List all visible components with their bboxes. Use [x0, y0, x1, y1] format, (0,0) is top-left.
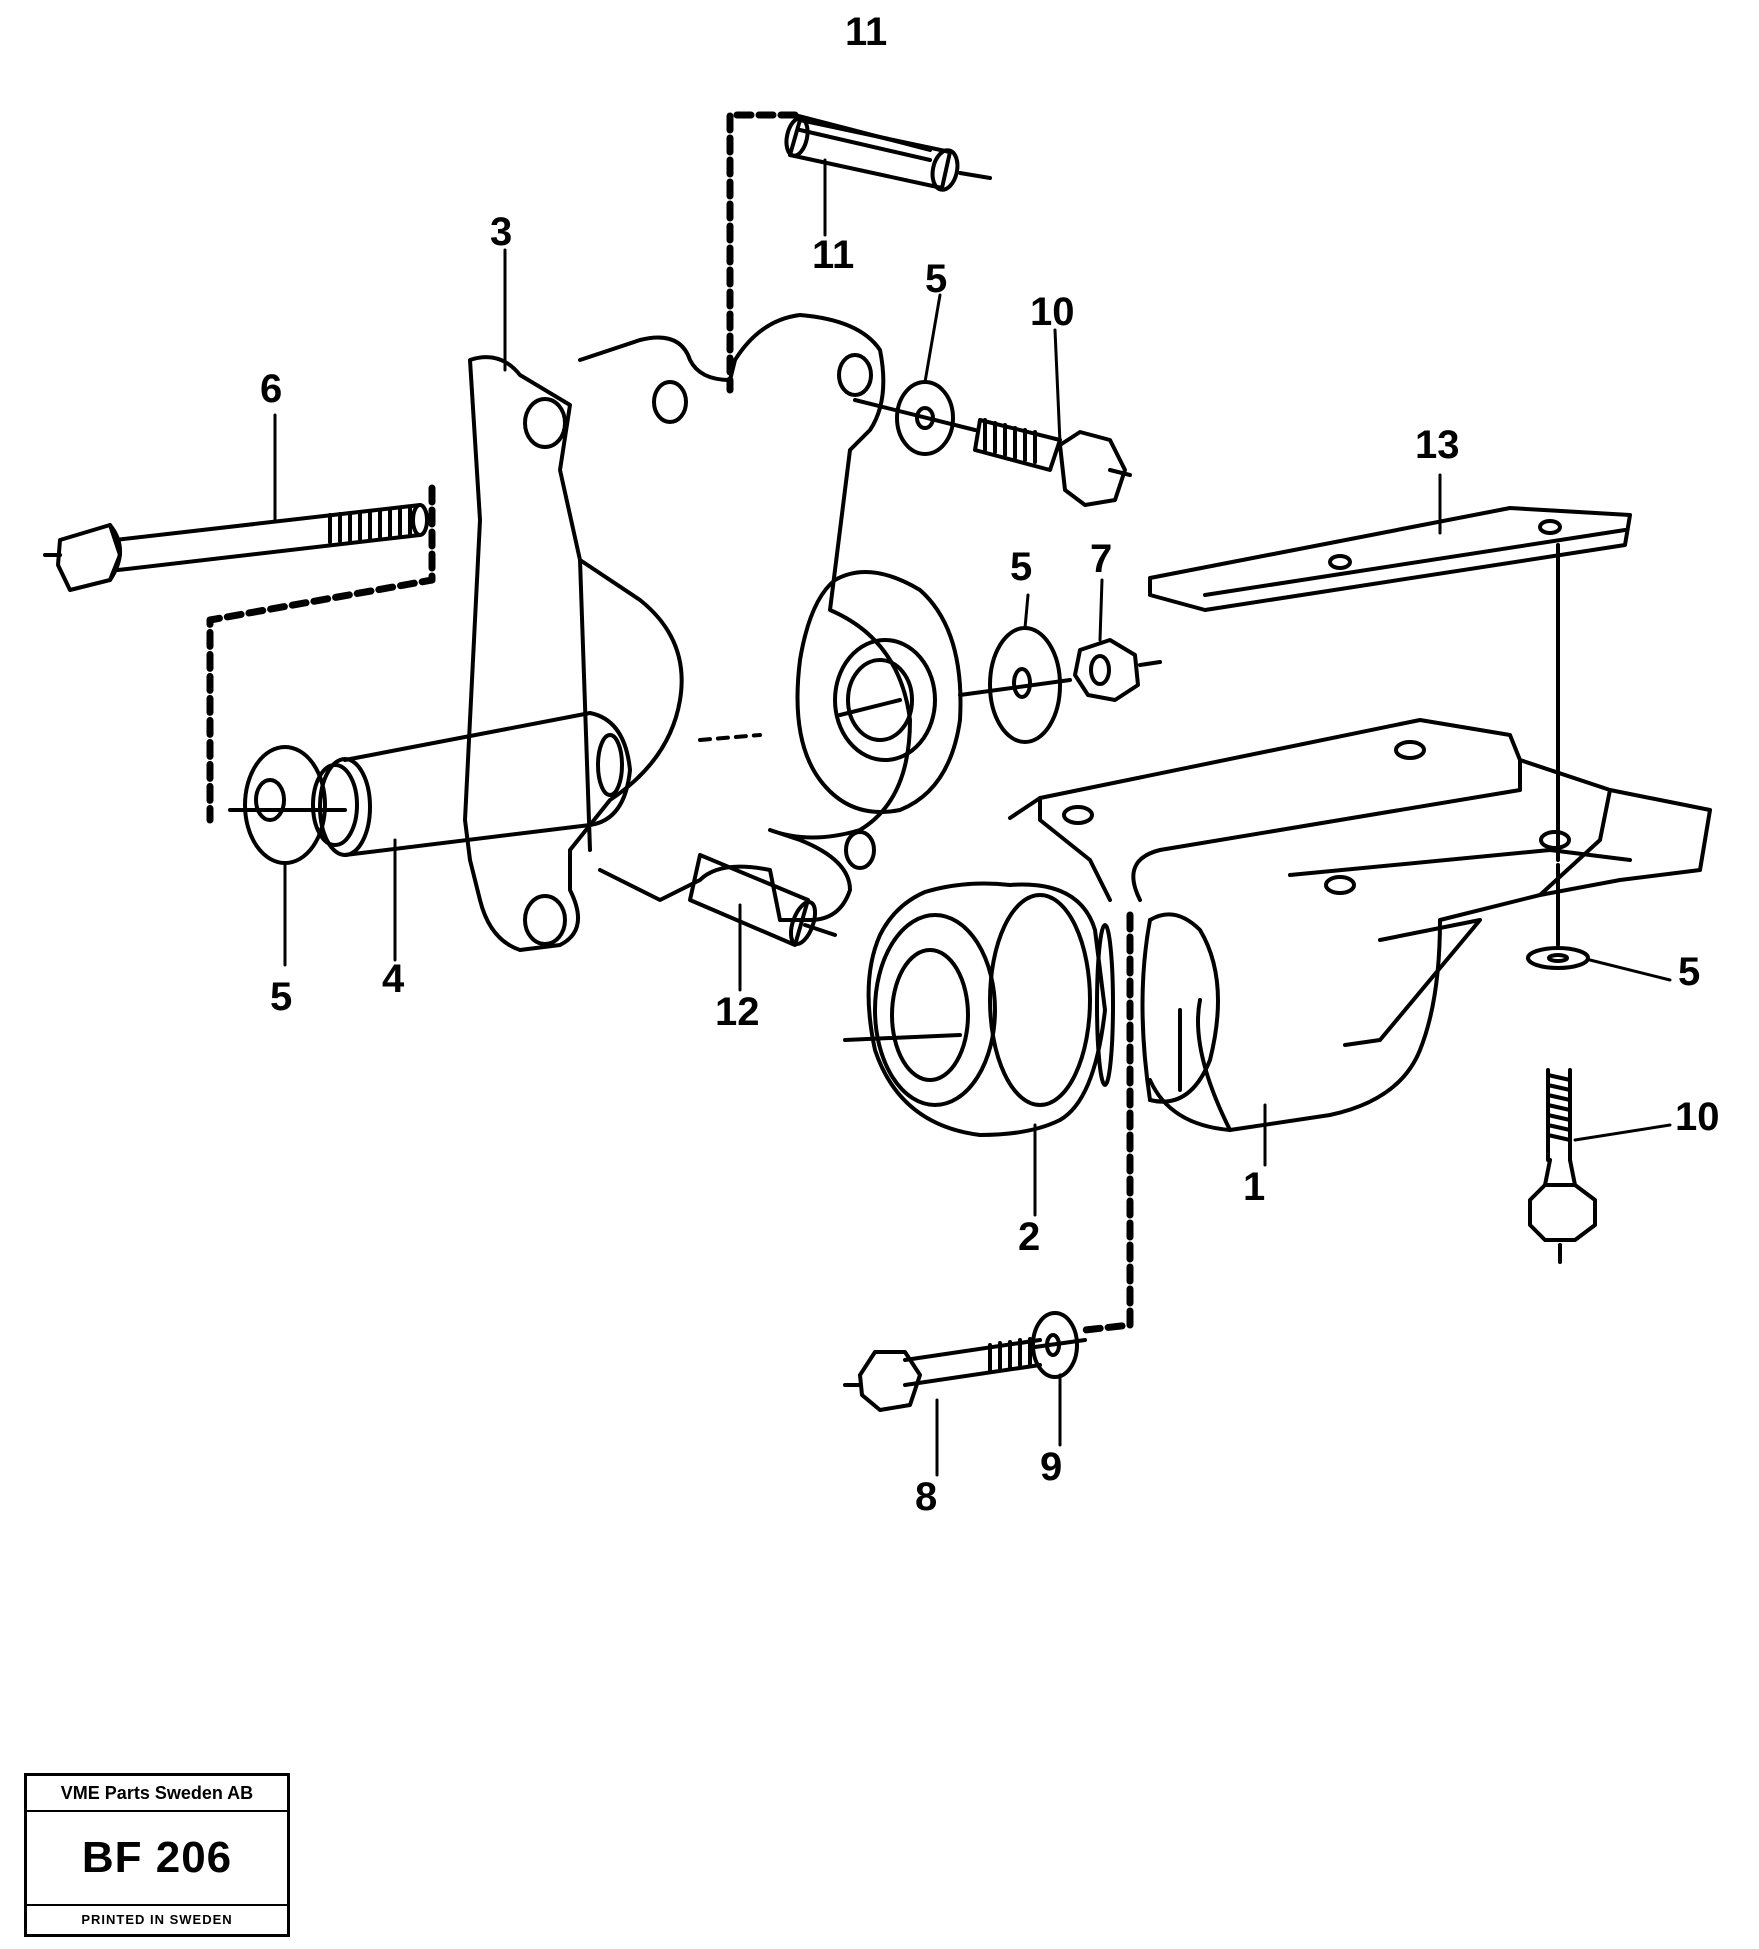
label-5-mid: 5: [1010, 545, 1032, 589]
bolt-6: [43, 503, 429, 592]
mounting-bracket-3: [463, 313, 963, 952]
bushing-2: [843, 881, 1115, 1137]
part-labels: 11 11 3 5 10 6 13 5 7 5 4 12 5 10 1 2 8 …: [260, 10, 1720, 1519]
label-13: 13: [1415, 423, 1460, 467]
stamp-code: BF 206: [27, 1812, 287, 1906]
bolt-10-right: [1528, 1068, 1597, 1264]
bolt-10-top: [973, 418, 1132, 507]
label-5-top: 5: [925, 257, 947, 301]
label-6: 6: [260, 367, 282, 411]
stamp-printed: PRINTED IN SWEDEN: [81, 1912, 233, 1927]
label-10-right: 10: [1675, 1095, 1720, 1139]
label-5-left: 5: [270, 975, 292, 1019]
washer-5-left: [243, 745, 359, 865]
label-12: 12: [715, 990, 760, 1034]
pin-12: [688, 853, 837, 947]
label-9: 9: [1040, 1445, 1062, 1489]
label-10-top: 10: [1030, 290, 1075, 334]
title-stamp: VME Parts Sweden AB BF 206 PRINTED IN SW…: [24, 1773, 290, 1937]
stamp-company: VME Parts Sweden AB: [27, 1776, 287, 1812]
label-1: 1: [1243, 1165, 1265, 1209]
plate-13: [1148, 506, 1632, 612]
label-2: 2: [1018, 1215, 1040, 1259]
label-4: 4: [382, 957, 405, 1001]
nut-7: [1073, 638, 1162, 702]
bolt-8: [843, 1337, 1042, 1412]
label-3: 3: [490, 210, 512, 254]
support-bracket-1: [1008, 718, 1712, 1132]
washer-5-right: [1526, 543, 1590, 970]
assembly-dashed-lines: [206, 111, 1134, 1334]
washer-9: [1031, 1311, 1087, 1379]
washer-5-mid: [958, 626, 1072, 744]
label-7: 7: [1090, 537, 1112, 581]
dowel-pin-11: [784, 113, 992, 192]
sleeve-4: [228, 711, 632, 857]
leader-lines: [273, 158, 1672, 1477]
label-8: 8: [915, 1475, 937, 1519]
label-5-right: 5: [1678, 950, 1700, 994]
label-11: 11: [812, 233, 854, 277]
header-number: 11: [845, 10, 887, 54]
washer-5-top: [853, 380, 977, 456]
